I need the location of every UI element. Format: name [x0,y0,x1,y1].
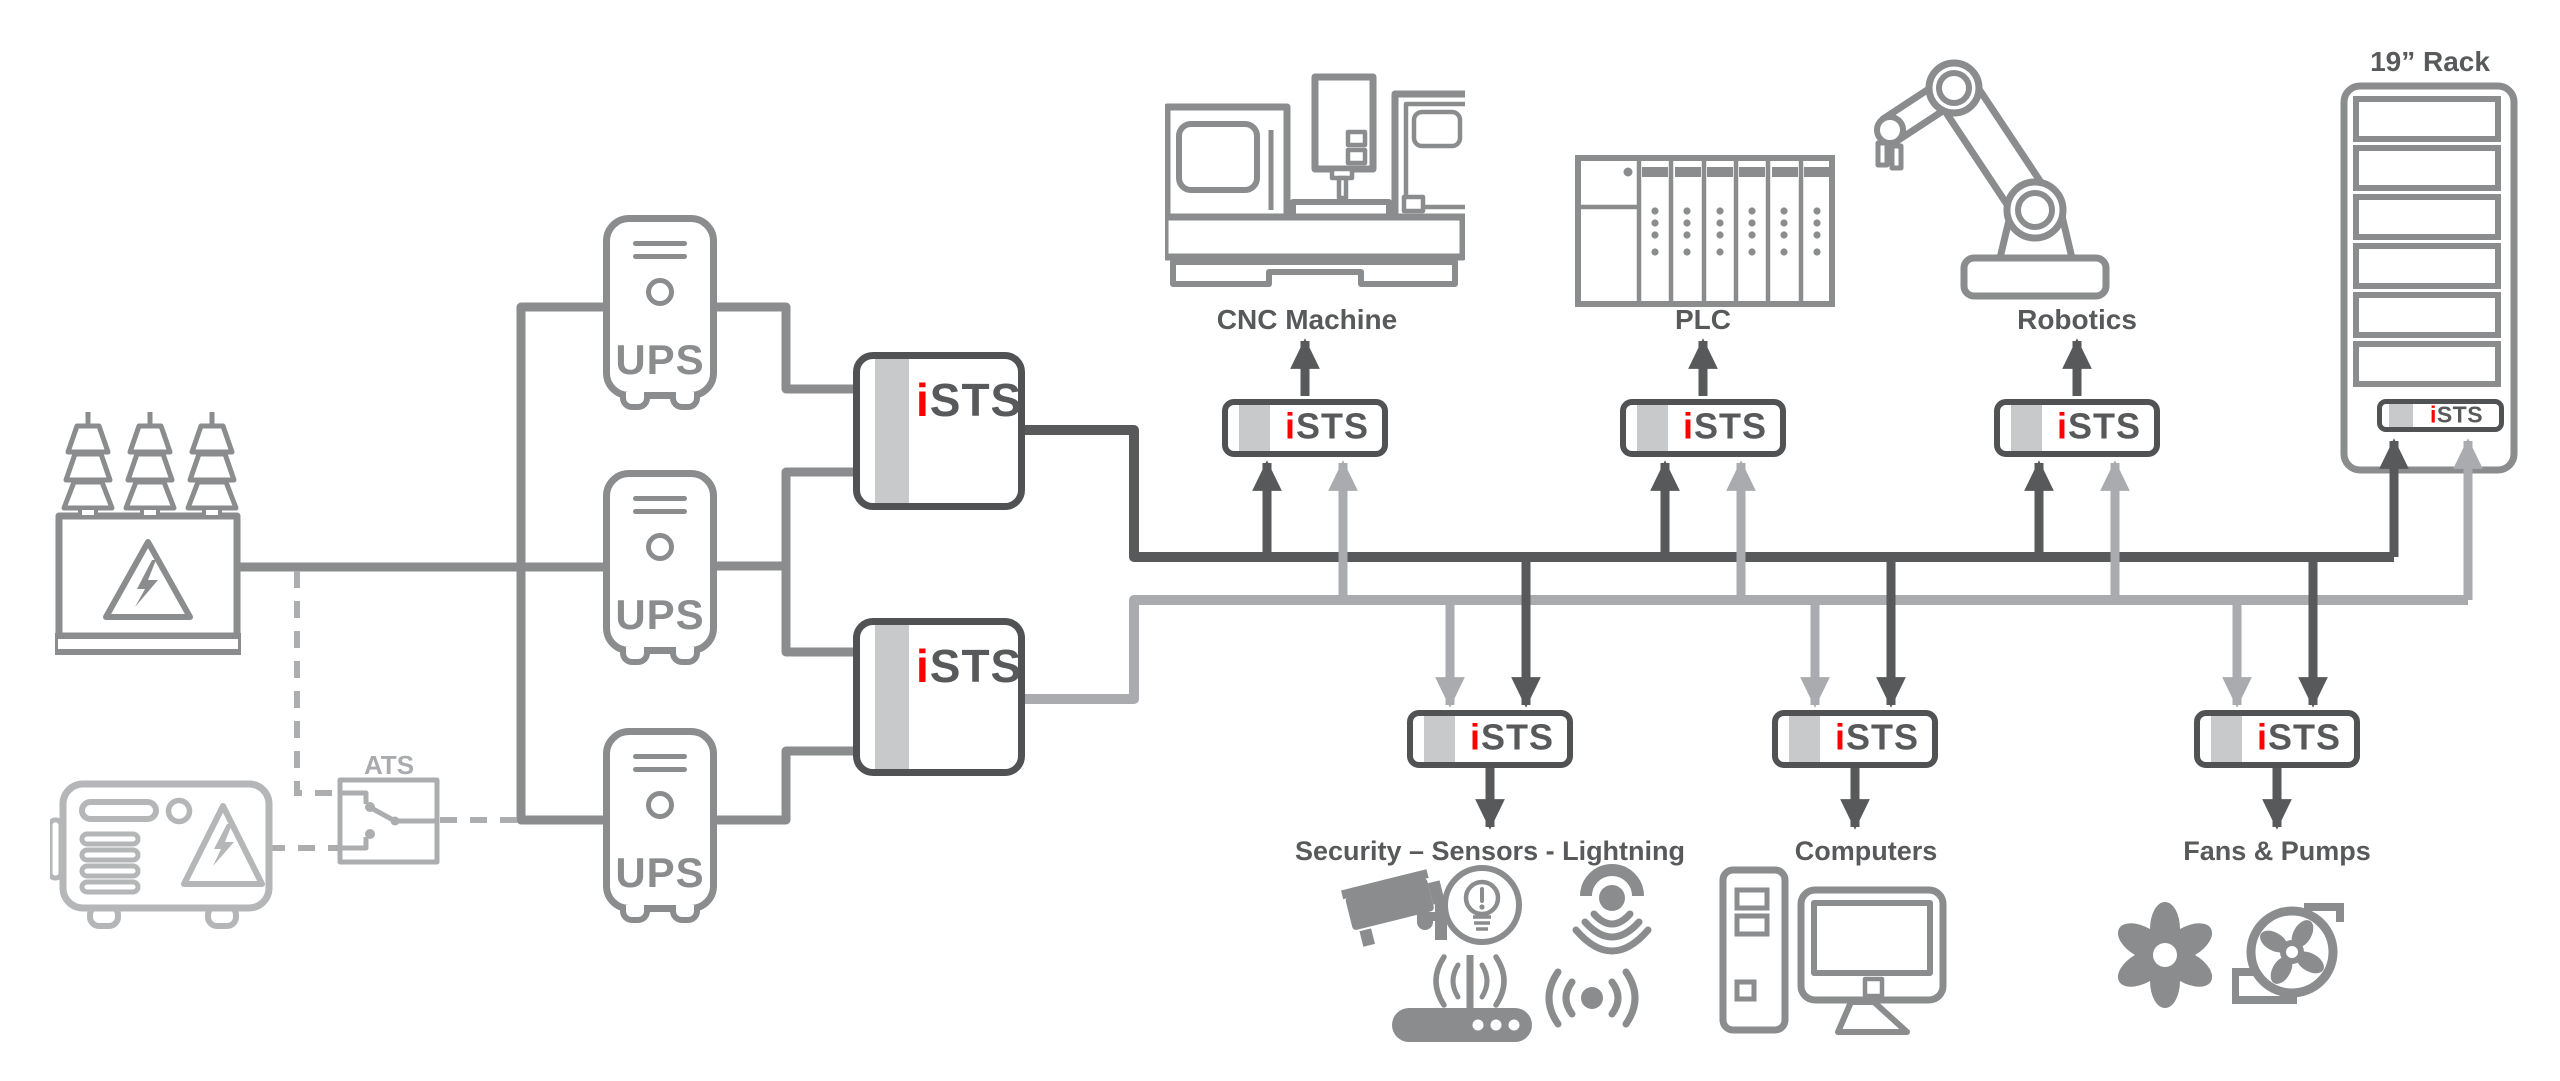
cctv-camera-icon [1341,869,1447,947]
ists-stripe [2011,405,2042,451]
ists-label: iSTS [916,640,1023,692]
fan-icon [2117,902,2213,1008]
ists-robotics: iSTS [1994,399,2160,457]
ists-stripe [2389,404,2413,427]
ists-fans-pumps: iSTS [2194,710,2360,768]
ists-stripe [1789,716,1820,762]
rack-label: 19” Rack [2370,46,2490,77]
power-button-icon [646,533,674,561]
plc-rack-icon [1575,155,1835,307]
transfer-switch-icon [337,777,440,865]
pump-icon [2232,903,2344,1004]
diesel-generator-icon [50,780,273,929]
ups-label: UPS [615,849,705,896]
utility-feed-lines [233,302,858,825]
ists-stripe [1637,405,1668,451]
ists-stripe [875,625,909,769]
lightning-bolt-icon [213,824,234,866]
motion-sensor-icon [1572,864,1652,955]
primary-drop-arrows [1475,557,2328,830]
ists-cnc: iSTS [1222,399,1388,457]
vent-line-icon [633,509,687,514]
foot-icon [670,905,700,923]
vent-line-icon [633,241,687,246]
ists-stripe [2211,716,2242,762]
bushing-icon [61,412,239,519]
lightning-bolt-icon [135,560,158,607]
ists-plc: iSTS [1620,399,1786,457]
robotics-label: Robotics [2017,304,2137,335]
utility-transformer-icon [55,412,241,655]
desktop-tower-icon [1719,866,1789,1034]
impeller-icon [2260,920,2324,984]
wifi-router-icon [1392,954,1532,1042]
cnc-machine-icon [1165,73,1465,287]
ists-label: iSTS [1469,716,1555,758]
power-button-icon [646,791,674,819]
plc-label: PLC [1675,304,1731,335]
vent-line-icon [633,767,687,772]
foot-icon [620,647,650,665]
primary-feed-arrows [1252,338,2092,557]
ists-stripe [1424,716,1455,762]
ists-stripe [1239,405,1270,451]
ats-label: ATS [363,750,415,780]
vent-line-icon [633,254,687,259]
ups-label: UPS [615,336,705,383]
fans-pumps-label: Fans & Pumps [2183,836,2371,866]
cnc-label: CNC Machine [1216,304,1398,335]
ists-main-1: iSTS [853,352,1025,510]
robot-arm-icon [1874,59,2110,300]
ists-label: iSTS [1682,405,1768,447]
ists-rack: iSTS [2377,399,2504,432]
server-rack-icon [2340,82,2518,474]
ists-main-2: iSTS [853,618,1025,776]
ists-stripe [875,359,909,503]
foot-icon [620,392,650,410]
ists-label: iSTS [2256,716,2342,758]
security-sensors-icons [1341,864,1652,1042]
vent-line-icon [633,754,687,759]
secondary-feed-arrows [1328,460,2252,708]
vent-line-icon [633,496,687,501]
ups-label: UPS [615,591,705,638]
primary-bus [1020,425,2394,562]
standby-dashed-lines [268,571,517,851]
ists-security: iSTS [1407,710,1573,768]
ups-unit-3: UPS [603,728,717,923]
secondary-bus [1020,595,2468,704]
computers-label: Computers [1794,836,1938,866]
foot-icon [620,905,650,923]
foot-icon [670,647,700,665]
ists-label: iSTS [2429,400,2484,427]
foot-icon [670,392,700,410]
alert-bulb-icon [1442,865,1522,945]
ups-unit-2: UPS [603,470,717,665]
ists-label: iSTS [916,374,1023,426]
ups-unit-1: UPS [603,215,717,410]
ists-label: iSTS [2056,405,2142,447]
ists-label: iSTS [1284,405,1370,447]
ists-computers: iSTS [1772,710,1938,768]
monitor-icon [1797,886,1947,1035]
wireless-signal-icon [1545,968,1639,1028]
ists-label: iSTS [1834,716,1920,758]
power-button-icon [646,278,674,306]
security-label: Security – Sensors - Lightning [1294,836,1686,866]
computers-icons [1719,866,1947,1035]
